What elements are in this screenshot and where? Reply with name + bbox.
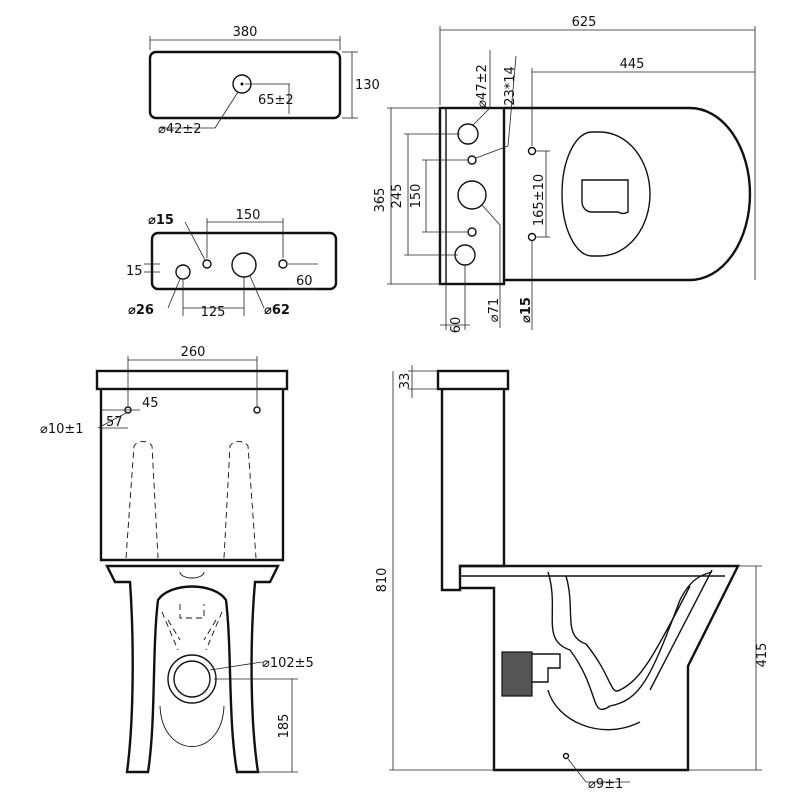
svg-text:125: 125 xyxy=(201,305,226,320)
tank-bottom-hole-small-left xyxy=(202,259,212,269)
plan-bowl-outline xyxy=(504,106,752,282)
side-trapway-outer xyxy=(547,571,713,711)
tank-top-view: 380 130 65±2 ⌀42±2 xyxy=(148,25,380,137)
svg-text:60: 60 xyxy=(296,274,313,289)
front-pedestal xyxy=(105,564,280,774)
svg-text:⌀26: ⌀26 xyxy=(128,303,154,318)
svg-text:15: 15 xyxy=(126,264,143,279)
front-outlet-inner xyxy=(173,660,211,698)
tank-offset-label: 65±2 xyxy=(258,93,294,108)
tank-hole-dia-label: ⌀42±2 xyxy=(158,122,202,137)
side-tank-body xyxy=(440,389,506,592)
svg-text:165±10: 165±10 xyxy=(532,174,547,226)
svg-text:445: 445 xyxy=(620,57,645,72)
svg-text:⌀47±2: ⌀47±2 xyxy=(475,64,490,108)
plan-drain xyxy=(581,179,629,215)
svg-text:45: 45 xyxy=(142,396,159,411)
svg-text:⌀102±5: ⌀102±5 xyxy=(262,656,314,671)
tank-width-label: 380 xyxy=(233,25,258,40)
svg-text:⌀9±1: ⌀9±1 xyxy=(588,777,623,792)
svg-text:⌀62: ⌀62 xyxy=(264,303,290,318)
tank-height-label: 130 xyxy=(355,78,380,93)
tank-bottom-hole-left xyxy=(175,264,191,280)
side-tank-lid xyxy=(436,369,510,391)
svg-text:33: 33 xyxy=(398,373,413,390)
tank-bottom-hole-small-right xyxy=(278,259,288,269)
svg-text:185: 185 xyxy=(277,714,292,739)
svg-text:150: 150 xyxy=(409,184,424,209)
plan-hole-23x14 xyxy=(467,155,477,165)
plan-hole-47 xyxy=(457,123,479,145)
plan-rear-block xyxy=(438,106,506,286)
front-tank-lid xyxy=(95,369,289,391)
side-view: 33 810 415 ⌀9±1 xyxy=(375,365,770,792)
svg-text:⌀10±1: ⌀10±1 xyxy=(40,422,84,437)
svg-text:625: 625 xyxy=(572,15,597,30)
tank-top-outline xyxy=(148,50,342,120)
tank-bottom-hole-center xyxy=(231,252,257,278)
side-outlet-hatch xyxy=(501,651,533,697)
svg-text:⌀15: ⌀15 xyxy=(519,297,534,323)
svg-text:⌀71: ⌀71 xyxy=(487,298,502,322)
plan-hole-71 xyxy=(457,180,487,210)
svg-text:150: 150 xyxy=(236,208,261,223)
svg-text:260: 260 xyxy=(181,345,206,360)
svg-text:245: 245 xyxy=(390,184,405,209)
front-view: 260 45 57 ⌀10±1 ⌀102±5 185 xyxy=(40,345,314,774)
side-fix-hole xyxy=(562,752,570,760)
plan-hole-15-bottom xyxy=(527,232,537,242)
svg-text:365: 365 xyxy=(373,188,388,213)
front-tank-body xyxy=(99,389,285,562)
front-outlet-outer xyxy=(167,654,217,704)
tank-bottom-view: 150 ⌀15 15 60 125 ⌀26 ⌀62 xyxy=(126,208,338,320)
plan-hole-15-top xyxy=(527,146,537,156)
svg-text:415: 415 xyxy=(755,643,770,668)
svg-text:⌀15: ⌀15 xyxy=(148,213,174,228)
svg-text:57: 57 xyxy=(106,415,123,430)
svg-text:60: 60 xyxy=(449,317,464,334)
bowl-plan-view: 625 445 365 245 150 ⌀47±2 23*14 165±10 xyxy=(373,15,756,334)
tank-top-hole-center xyxy=(240,82,244,86)
svg-text:23*14: 23*14 xyxy=(503,66,518,106)
svg-text:810: 810 xyxy=(375,568,390,593)
plan-bowl-inner xyxy=(561,131,651,257)
